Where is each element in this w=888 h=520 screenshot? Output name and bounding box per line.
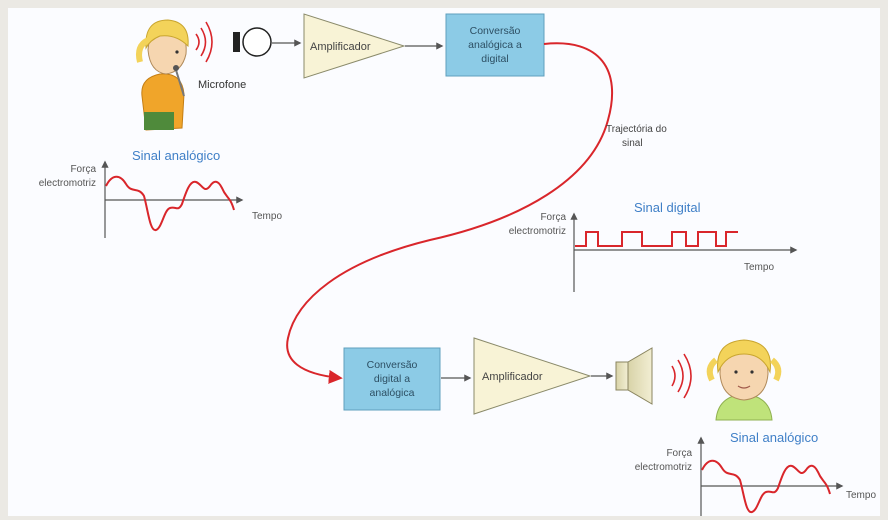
analog-top-ylabel-line-2: electromotriz: [39, 178, 96, 189]
speaker-icon: [615, 347, 653, 405]
analog-bottom-ylabel-line-2: electromotriz: [635, 462, 692, 473]
analog-top-title: Sinal analógico: [132, 148, 220, 163]
analog-top-ylabel-line-1: Força: [70, 164, 96, 175]
adc-block: Conversão analógica a digital: [445, 13, 545, 77]
microphone-icon: [233, 27, 272, 57]
amplifier-bottom-block: Amplificador: [473, 337, 592, 415]
amplifier-bottom-label: Amplificador: [482, 371, 543, 383]
digital-ylabel-line-1: Força: [540, 212, 566, 223]
analog-bottom-title: Sinal analógico: [730, 430, 818, 445]
dac-block: Conversão digital a analógica: [343, 347, 441, 411]
dac-label-line-2: digital a: [374, 373, 410, 385]
analog-graph-top: Sinal analógico Força electromotriz Temp…: [39, 148, 282, 238]
listening-girl-illustration: [706, 339, 782, 421]
signal-trajectory-path: [286, 42, 613, 384]
amplifier-top-block: Amplificador: [303, 13, 406, 79]
speaking-girl-illustration: [136, 19, 189, 131]
digital-title: Sinal digital: [634, 200, 701, 215]
trajectory-label-line-2: sinal: [622, 138, 643, 149]
digital-xlabel: Tempo: [744, 262, 774, 273]
dac-label-line-3: analógica: [370, 387, 415, 399]
microphone-label: Microfone: [198, 79, 246, 91]
dac-label-line-1: Conversão: [367, 359, 418, 371]
analog-bottom-ylabel-line-1: Força: [666, 448, 692, 459]
adc-label-line-2: analógica a: [468, 39, 522, 51]
sound-waves-top-icon: [195, 21, 213, 63]
digital-signal-pulses: [575, 231, 738, 247]
trajectory-label-line-1: Trajectória do: [606, 124, 667, 135]
digital-ylabel-line-2: electromotriz: [509, 226, 566, 237]
analog-bottom-signal-curve: [701, 459, 831, 513]
analog-top-xlabel: Tempo: [252, 211, 282, 222]
digital-graph: Sinal digital Força electromotriz Tempo: [509, 200, 798, 292]
amplifier-top-label: Amplificador: [310, 41, 371, 53]
sound-waves-bottom-icon: [671, 353, 692, 399]
analog-top-signal-curve: [105, 175, 235, 231]
analog-bottom-xlabel: Tempo: [846, 490, 876, 501]
adc-label-line-3: digital: [481, 53, 508, 65]
adc-label-line-1: Conversão: [470, 25, 521, 37]
analog-graph-bottom: Sinal analógico Força electromotriz Temp…: [635, 430, 876, 516]
